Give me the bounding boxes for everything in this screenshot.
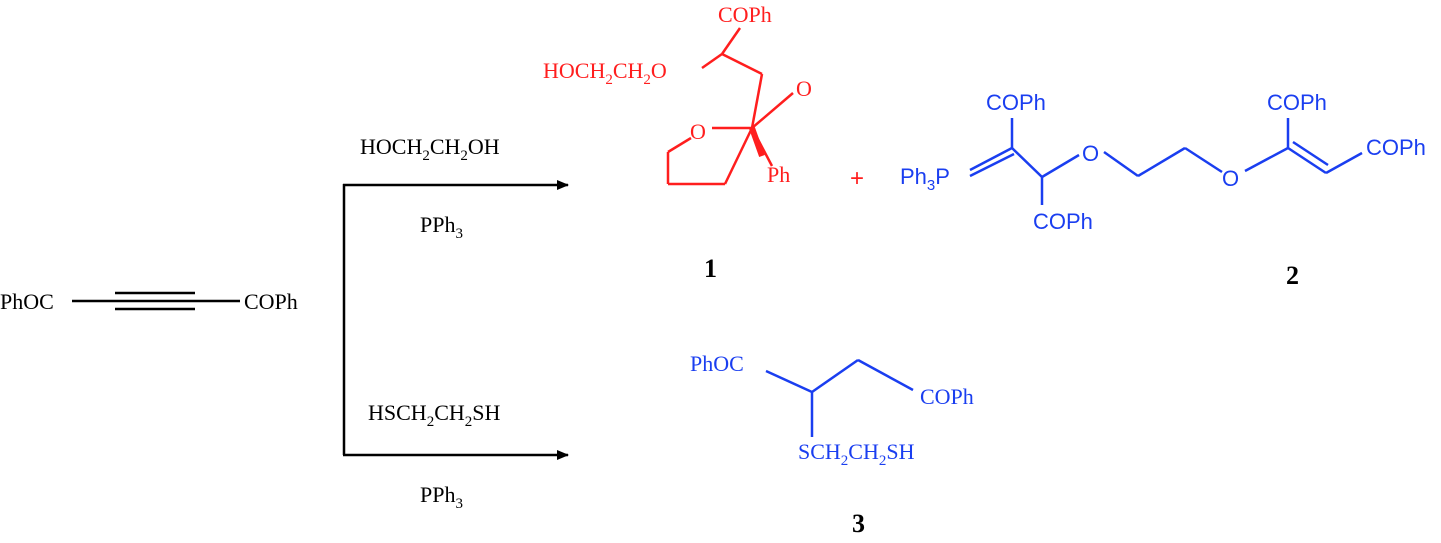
top-reagent: HOCH2CH2OH bbox=[360, 134, 500, 164]
product-2-label-top-left: COPh bbox=[986, 90, 1046, 115]
branching-arrows bbox=[342, 180, 569, 460]
bottom-catalyst: PPh3 bbox=[420, 482, 463, 512]
product-3-number: 3 bbox=[852, 509, 865, 538]
product-1-wedge-bond bbox=[749, 126, 765, 158]
product-3-bonds bbox=[765, 358, 914, 437]
product-3-thio-chain: SCH2CH2SH bbox=[798, 439, 915, 469]
product-3-structure: PhOC COPh SCH2CH2SH 3 bbox=[690, 351, 974, 538]
reactant-left-group: PhOC bbox=[0, 289, 54, 314]
product-1-ring-oxygen-right: O bbox=[796, 76, 812, 101]
product-1-structure: COPh HOCH2CH2O O O Ph 1 bbox=[543, 2, 812, 283]
product-2-bonds bbox=[969, 118, 1363, 205]
triple-bond bbox=[115, 291, 195, 311]
product-1-side-chain: HOCH2CH2O bbox=[543, 58, 667, 88]
product-2-label-bottom: COPh bbox=[1033, 209, 1093, 234]
product-2-oxygen-right: O bbox=[1222, 166, 1239, 191]
reactant-right-group: COPh bbox=[244, 289, 298, 314]
product-1-phenyl-label: Ph bbox=[767, 162, 790, 187]
product-2-ylide-group: Ph3P bbox=[900, 164, 950, 194]
product-2-oxygen-left: O bbox=[1082, 141, 1099, 166]
product-3-right-label: COPh bbox=[920, 384, 974, 409]
product-1-number: 1 bbox=[704, 254, 717, 283]
product-2-label-top-right: COPh bbox=[1267, 90, 1327, 115]
bottom-reagent: HSCH2CH2SH bbox=[368, 400, 500, 430]
product-2-structure: COPh Ph3P O COPh O COPh COPh 2 bbox=[900, 90, 1426, 290]
product-2-number: 2 bbox=[1286, 261, 1299, 290]
plus-sign: + bbox=[850, 165, 864, 192]
product-1-ring-oxygen-left: O bbox=[690, 119, 706, 144]
product-1-top-label: COPh bbox=[718, 2, 772, 27]
product-3-left-label: PhOC bbox=[690, 351, 744, 376]
product-1-bonds bbox=[666, 27, 794, 186]
top-catalyst: PPh3 bbox=[420, 212, 463, 242]
reactant-dibenzoylacetylene: PhOC COPh bbox=[0, 289, 298, 314]
product-2-label-right: COPh bbox=[1366, 135, 1426, 160]
